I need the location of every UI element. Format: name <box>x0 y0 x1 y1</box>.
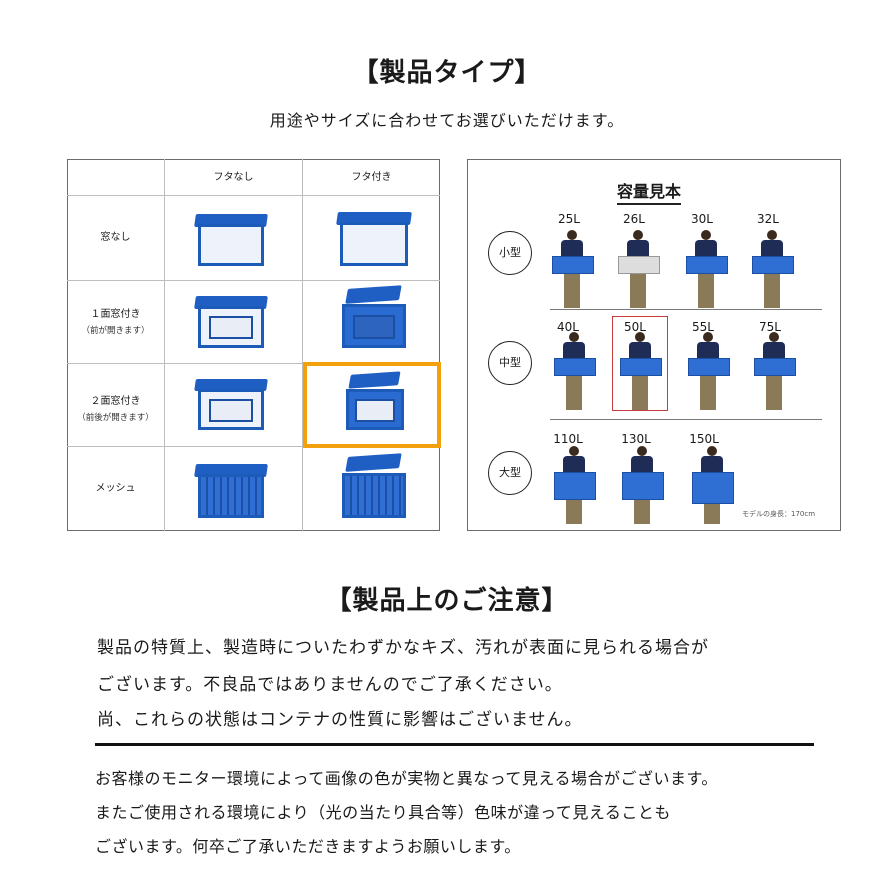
size-medium-badge: 中型 <box>488 341 532 385</box>
product-types-heading: 【製品タイプ】 <box>352 58 542 88</box>
note-line: 尚、これらの状態はコンテナの性質に影響はございません。 <box>97 710 583 730</box>
product-type-table <box>67 159 440 531</box>
separator <box>550 419 822 420</box>
model-person-image <box>554 332 596 412</box>
table-divider <box>302 159 303 531</box>
capacity-label: 75L <box>759 320 781 334</box>
note-line: ございます。不良品ではありませんのでご了承ください。 <box>97 675 563 695</box>
crate-lid-two-window-image <box>340 371 410 434</box>
note-line: ございます。何卒ご了承いただきますようお願いします。 <box>95 837 521 856</box>
col-header-with-lid: フタ付き <box>351 172 392 183</box>
capacity-label: 130L <box>621 432 651 446</box>
model-height-note: モデルの身長：170cm <box>742 510 816 518</box>
capacity-label: 55L <box>692 320 714 334</box>
model-person-image <box>692 446 734 526</box>
crate-lid-no-window-image <box>334 204 414 270</box>
model-person-image <box>620 332 662 412</box>
product-types-subheading: 用途やサイズに合わせてお選びいただけます。 <box>269 111 625 130</box>
note-line: またご使用される環境により（光の当たり具合等）色味が違って見えることも <box>95 803 671 822</box>
size-large-badge: 大型 <box>488 451 532 495</box>
separator <box>550 309 822 310</box>
model-person-image <box>688 332 730 412</box>
size-small-badge: 小型 <box>488 231 532 275</box>
crate-lid-mesh-image <box>336 453 412 522</box>
capacity-sample-panel <box>467 159 841 531</box>
note-line: 製品の特質上、製造時についたわずかなキズ、汚れが表面に見られる場合が <box>97 638 709 658</box>
table-divider <box>67 446 440 447</box>
model-person-image <box>554 446 596 526</box>
highlight-frame <box>303 362 441 448</box>
product-notes-heading: 【製品上のご注意】 <box>325 586 569 616</box>
capacity-title: 容量見本 <box>617 178 682 205</box>
model-person-image <box>754 332 796 412</box>
crate-no-lid-mesh-image <box>192 456 270 522</box>
capacity-label: 110L <box>553 432 583 446</box>
section-rule <box>95 743 814 746</box>
capacity-label: 25L <box>558 212 580 226</box>
model-person-image <box>752 230 794 310</box>
row-label-no-window: 窓なし <box>100 232 131 243</box>
capacity-label: 32L <box>757 212 779 226</box>
model-person-image <box>686 230 728 310</box>
row-label-two-window: ２面窓付き <box>90 396 141 407</box>
capacity-label: 26L <box>623 212 645 226</box>
row-note-two-window: （前後が開きます） <box>77 413 154 423</box>
capacity-label: 40L <box>557 320 579 334</box>
row-label-mesh: メッシュ <box>95 483 136 494</box>
crate-no-lid-no-window-image <box>192 206 270 270</box>
table-divider <box>164 159 165 531</box>
table-divider <box>67 195 440 196</box>
note-line: お客様のモニター環境によって画像の色が実物と異なって見える場合がございます。 <box>95 769 718 788</box>
capacity-label: 150L <box>689 432 719 446</box>
model-person-image <box>622 446 664 526</box>
model-person-image <box>618 230 660 310</box>
capacity-label: 50L <box>624 320 646 334</box>
crate-no-lid-two-window-image <box>192 372 270 434</box>
row-note-one-window: （前が開きます） <box>81 326 150 336</box>
row-label-one-window: １面窓付き <box>90 309 141 320</box>
table-divider <box>67 280 440 281</box>
crate-no-lid-one-window-image <box>192 288 270 352</box>
col-header-no-lid: フタなし <box>213 172 254 183</box>
selected-size-frame <box>612 316 668 411</box>
table-divider <box>67 363 440 364</box>
model-person-image <box>552 230 594 310</box>
crate-lid-one-window-image <box>336 285 412 352</box>
capacity-label: 30L <box>691 212 713 226</box>
